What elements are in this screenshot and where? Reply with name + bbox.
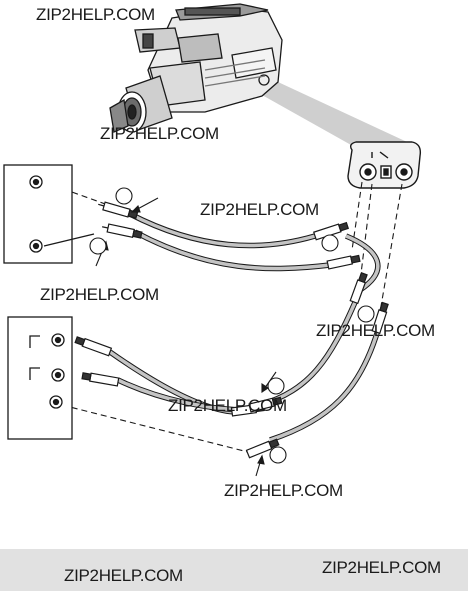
av-jack-panel-icon xyxy=(347,141,422,189)
watermark: ZIP2HELP.COM xyxy=(36,5,155,24)
camcorder-icon xyxy=(109,3,283,133)
jack-highlight-beam xyxy=(262,82,420,150)
callout-circles xyxy=(89,187,375,464)
callout-5 xyxy=(267,377,285,395)
footer-band xyxy=(0,549,468,591)
rca-plug-icon xyxy=(74,201,389,459)
vcr-jack-panel-icon xyxy=(7,316,73,440)
callout-2 xyxy=(89,237,107,255)
callout-3 xyxy=(321,234,339,252)
tv-jack-panel-icon xyxy=(3,164,95,264)
watermark: ZIP2HELP.COM xyxy=(40,285,159,304)
watermark: ZIP2HELP.COM xyxy=(100,124,219,143)
callout-4 xyxy=(357,305,375,323)
pointer-arrows xyxy=(95,197,277,477)
callout-1 xyxy=(115,187,133,205)
watermark: ZIP2HELP.COM xyxy=(224,481,343,500)
watermark: ZIP2HELP.COM xyxy=(200,200,319,219)
watermark: ZIP2HELP.COM xyxy=(316,321,435,340)
watermark: ZIP2HELP.COM xyxy=(322,558,441,577)
watermark: ZIP2HELP.COM xyxy=(64,566,183,585)
callout-6 xyxy=(269,446,287,464)
watermark: ZIP2HELP.COM xyxy=(168,396,287,415)
